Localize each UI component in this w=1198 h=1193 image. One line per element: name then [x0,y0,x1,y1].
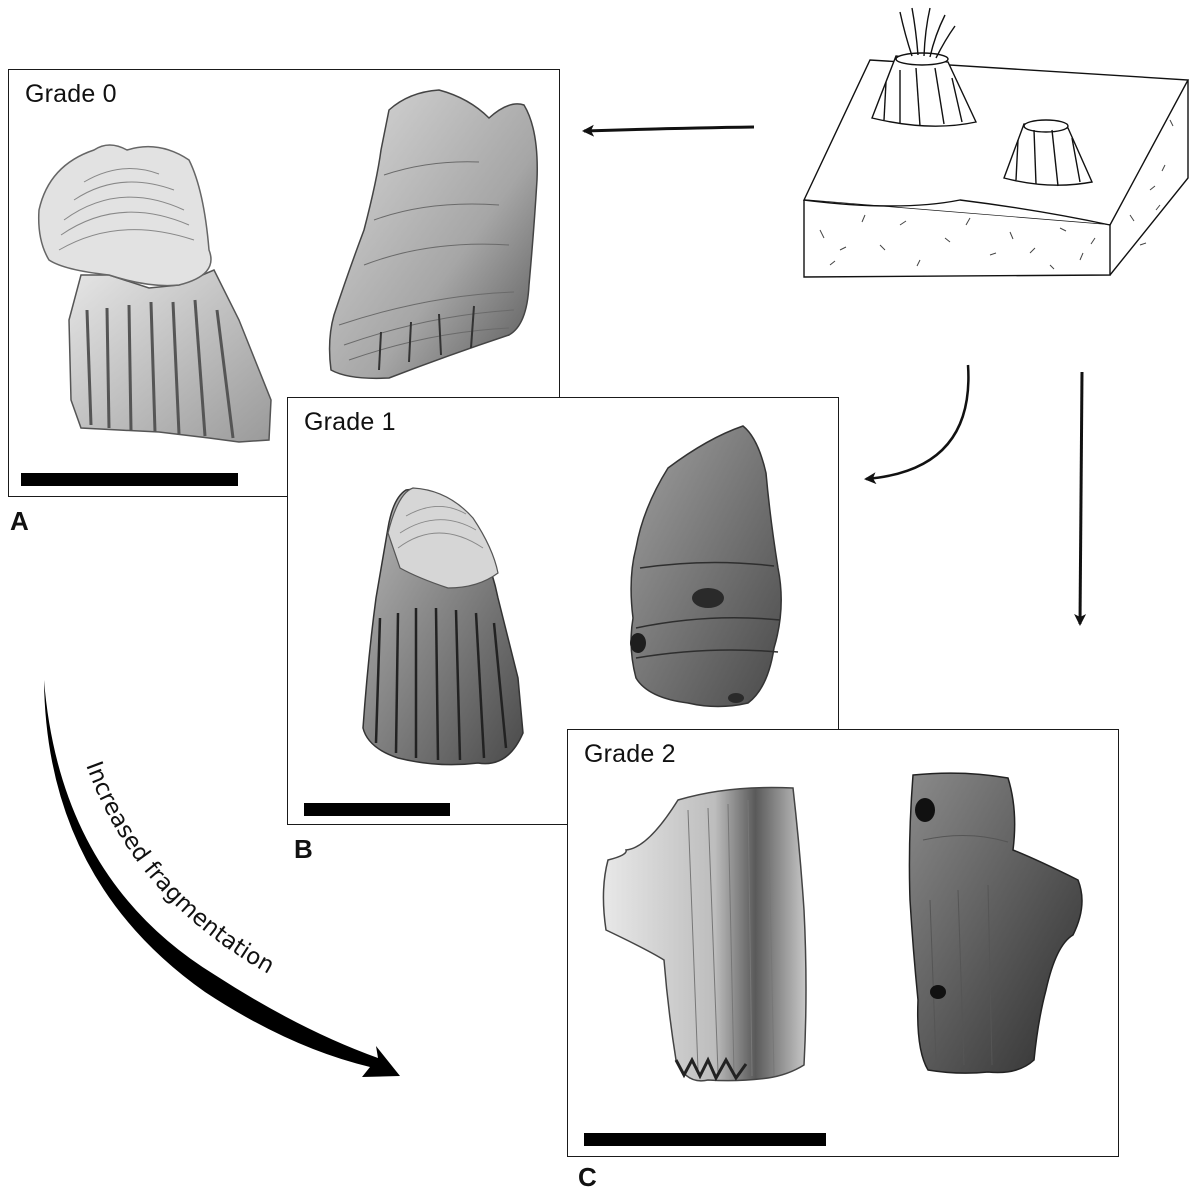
arrow-to-grade-1-icon [866,365,968,479]
arrow-to-grade-0-icon [584,127,754,131]
living-barnacle-block-diagram-icon [804,8,1188,277]
fragmentation-arrow-label: Increased fragmentation [80,758,278,979]
fragmentation-arrow-icon [44,680,400,1077]
arrow-to-grade-2-icon [1080,372,1082,624]
